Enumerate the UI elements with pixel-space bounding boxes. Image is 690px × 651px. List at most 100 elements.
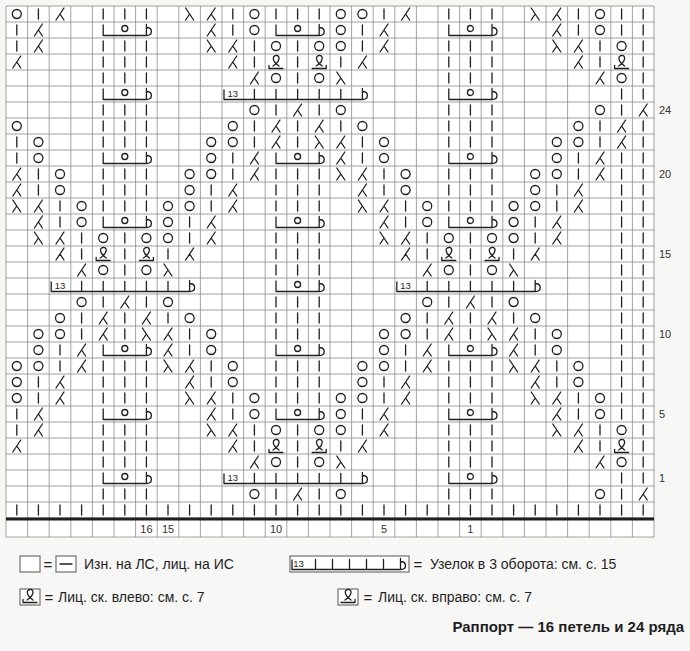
decrease-right xyxy=(618,120,626,132)
knit-stitch xyxy=(621,233,622,243)
yarn-over xyxy=(99,234,108,243)
stitch-cell xyxy=(470,137,471,147)
stitch-cell xyxy=(146,41,147,51)
knit-stitch xyxy=(470,169,471,179)
stitch-cell xyxy=(211,361,212,371)
stitch-cell xyxy=(229,184,237,196)
knit-stitch xyxy=(470,265,471,275)
stitch-cell xyxy=(488,312,496,324)
grid-line xyxy=(6,86,654,87)
decrease-right xyxy=(445,312,453,324)
stitch-cell xyxy=(254,137,255,147)
knot-turn-count: 13 xyxy=(400,281,411,291)
stitch-cell xyxy=(621,25,622,35)
yarn-over xyxy=(185,202,194,211)
stitch-cell xyxy=(103,57,104,67)
knot-bracket xyxy=(449,345,497,356)
stitch-cell xyxy=(513,505,514,515)
stitch-cell xyxy=(124,489,125,499)
yarn-over xyxy=(250,106,259,115)
stitch-cell xyxy=(574,184,582,196)
knit-stitch xyxy=(362,41,363,51)
stitch-cell xyxy=(358,440,366,452)
stitch-cell xyxy=(643,377,644,387)
chart-symbols xyxy=(12,8,647,515)
stitch-cell xyxy=(229,200,237,212)
stitch-cell xyxy=(596,106,605,115)
stitch-cell xyxy=(232,153,233,163)
knot-loop xyxy=(467,154,473,160)
stitch-cell xyxy=(146,361,147,371)
knit-stitch xyxy=(470,57,471,67)
decrease-left xyxy=(358,200,366,212)
yarn-over xyxy=(315,42,324,51)
knit-stitch xyxy=(362,409,363,419)
stitch-cell xyxy=(77,218,86,227)
knot-bracket xyxy=(449,217,497,228)
grid-line xyxy=(6,230,654,231)
knit-stitch xyxy=(146,169,147,179)
knit-stitch xyxy=(103,425,104,435)
knot-bracket xyxy=(449,89,497,100)
stitch-cell xyxy=(250,168,258,180)
stitch-cell xyxy=(470,505,471,515)
stitch-cell xyxy=(336,106,345,115)
stitch-cell xyxy=(168,505,169,515)
stitch-cell xyxy=(358,200,366,212)
stitch-cell xyxy=(16,409,17,419)
yarn-over xyxy=(574,122,583,131)
stitch-cell xyxy=(56,392,64,404)
stitch-cell xyxy=(488,234,497,243)
stitch-cell xyxy=(466,296,474,308)
stitch-cell xyxy=(34,40,42,52)
stitch-cell xyxy=(578,409,579,419)
stitch-cell xyxy=(78,264,86,276)
yarn-over xyxy=(336,410,345,419)
stitch-cell xyxy=(621,489,622,499)
stitch-cell xyxy=(380,200,388,212)
yarn-over xyxy=(617,74,626,83)
knit-stitch xyxy=(146,489,147,499)
stitch-cell xyxy=(427,233,428,243)
knit-stitch xyxy=(275,265,276,275)
knit-stitch xyxy=(103,185,104,195)
decrease-right xyxy=(380,408,388,420)
stitch-cell xyxy=(207,346,216,355)
row-number: 1 xyxy=(659,473,665,484)
decrease-left xyxy=(553,40,561,52)
stitch-cell xyxy=(297,57,298,67)
yarn-over xyxy=(358,10,367,19)
yarn-over xyxy=(207,138,216,147)
stitch-cell xyxy=(297,73,298,83)
stitch-cell xyxy=(405,361,406,371)
knit-stitch xyxy=(124,361,125,371)
knot-loop xyxy=(295,282,301,288)
stitch-cell xyxy=(189,505,190,515)
stitch-cell xyxy=(574,56,582,68)
stitch-cell xyxy=(600,57,601,67)
stitch-cell xyxy=(207,392,215,404)
stitch-cell xyxy=(384,393,385,403)
knot-symbol xyxy=(276,217,324,228)
knit-stitch xyxy=(146,121,147,131)
knit-stitch xyxy=(535,505,536,515)
knot-symbol xyxy=(103,345,151,356)
knit-stitch xyxy=(621,345,622,355)
stitch-cell xyxy=(358,168,366,180)
stitch-cell xyxy=(423,360,431,372)
decrease-right xyxy=(34,40,42,52)
knit-stitch xyxy=(621,217,622,227)
stitch-cell xyxy=(556,185,557,195)
stitch-cell xyxy=(168,313,169,323)
stitch-cell xyxy=(189,217,190,227)
twisted-left xyxy=(96,247,110,260)
yarn-over xyxy=(207,330,216,339)
yarn-over xyxy=(617,426,626,435)
yarn-over xyxy=(531,202,540,211)
stitch-cell xyxy=(596,410,605,419)
yarn-over xyxy=(34,330,43,339)
stitch-cell xyxy=(618,120,626,132)
decrease-right xyxy=(186,360,194,372)
stitch-cell xyxy=(492,73,493,83)
stitch-cell xyxy=(380,362,389,371)
